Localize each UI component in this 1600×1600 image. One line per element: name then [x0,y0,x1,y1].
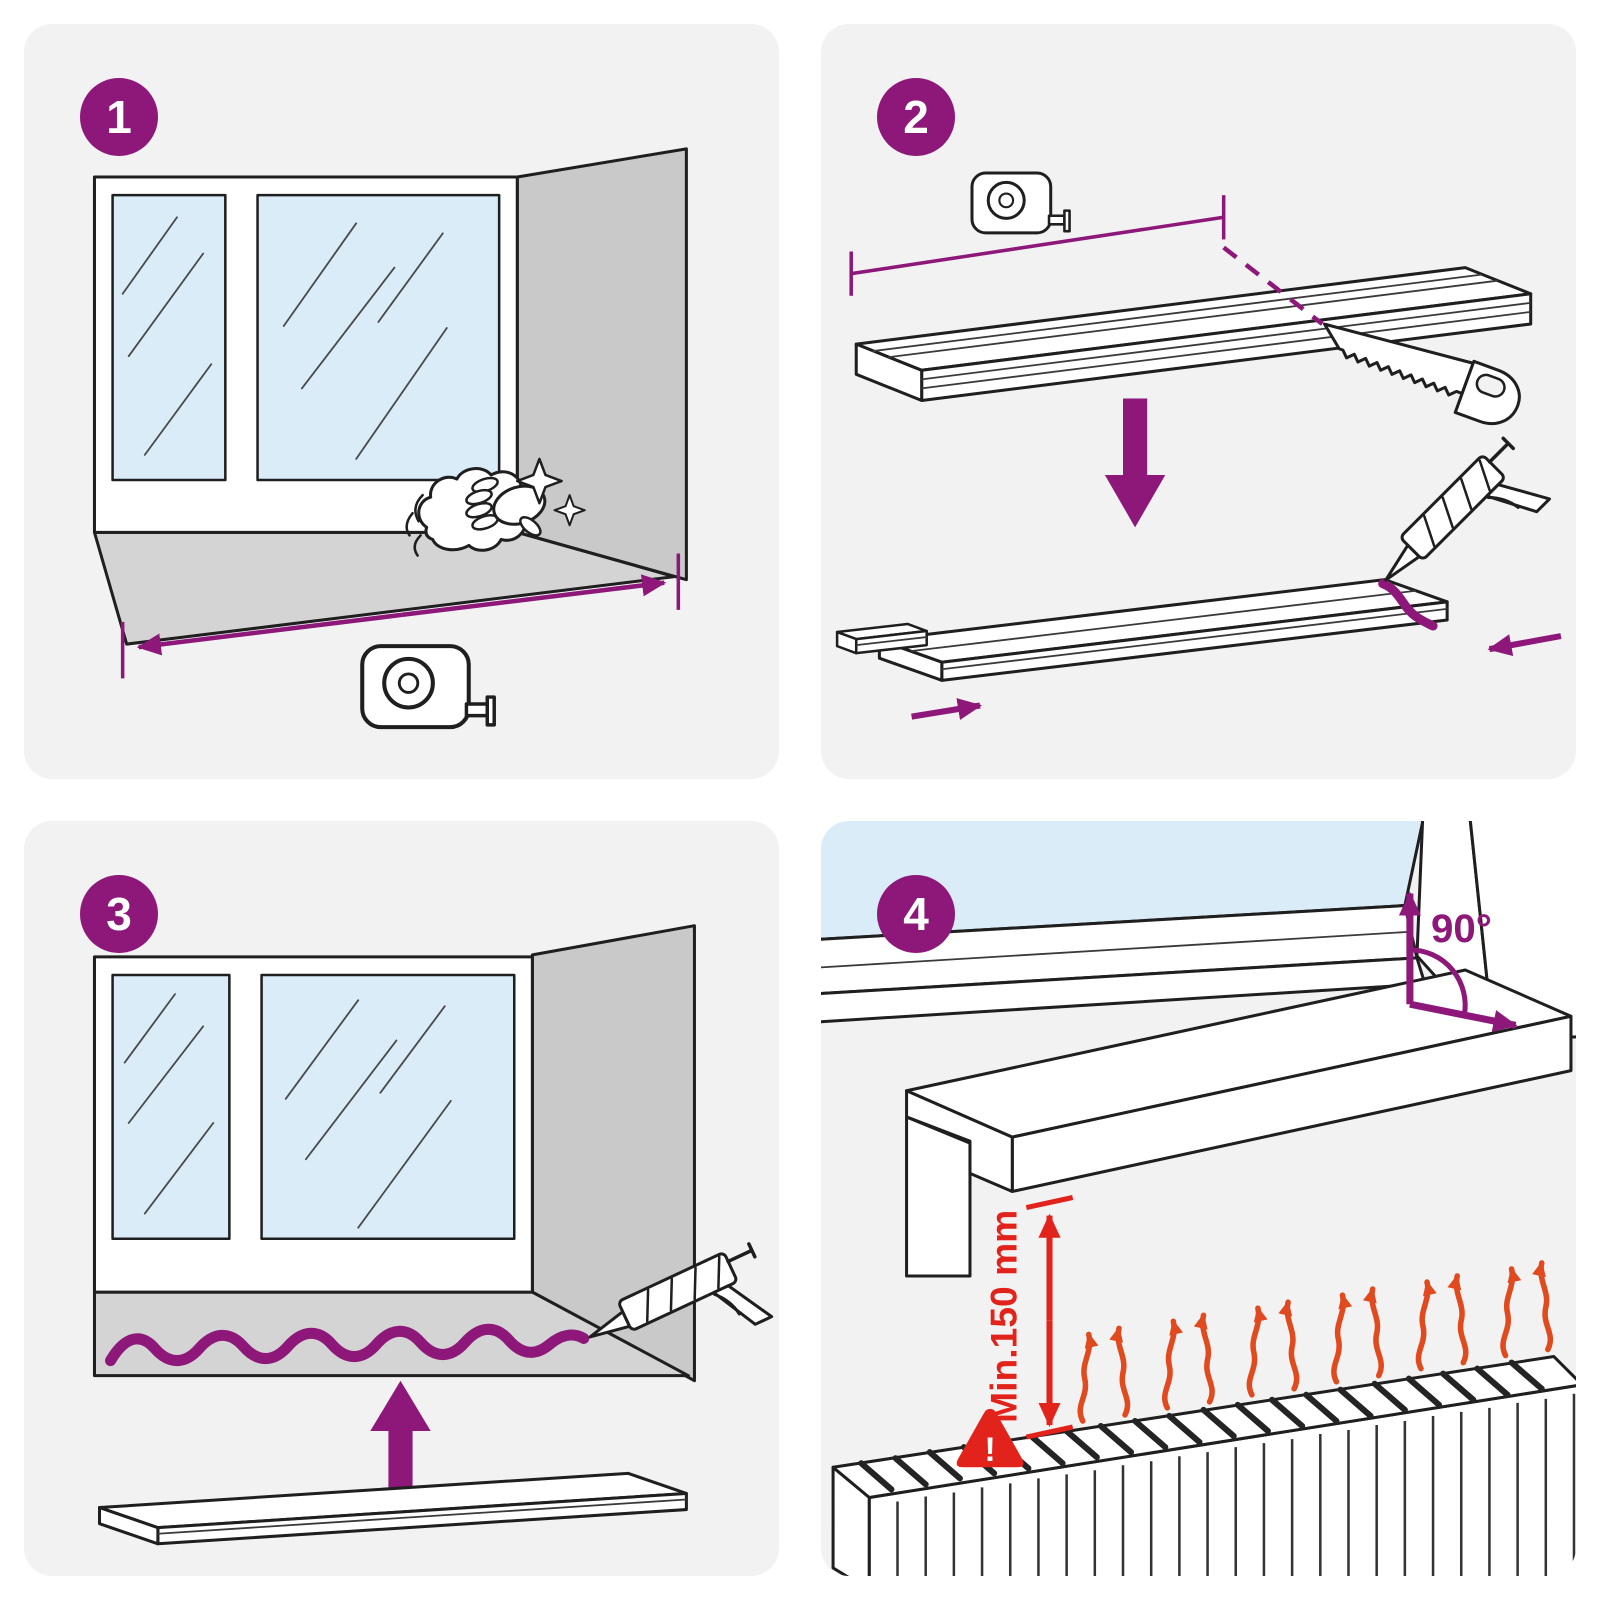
step-3-number: 3 [106,888,132,940]
installed-windowsill [905,968,1573,1193]
step-1-illustration [92,147,688,779]
windowsill-board [97,1471,688,1546]
step-1-badge: 1 [80,78,158,156]
step-1-number: 1 [106,91,132,143]
adhesive-bead [105,1323,590,1367]
step-4-number: 4 [903,888,929,940]
windowsill-board-top [854,266,1533,403]
windowsill-board-bottom [877,578,1449,682]
wiping-hand-icon [405,467,547,557]
clearance-label: Min.150 mm [982,1210,1024,1423]
hand-saw-icon [1323,322,1521,426]
window-niche [92,924,696,1383]
window-niche [92,147,688,646]
up-arrow [370,1380,431,1488]
window-frame [821,821,1576,1042]
step-4-illustration: 90° Min.150 mm ! [821,821,1576,1576]
slide-arrow-left [911,698,983,720]
sparkle-icon [516,457,586,527]
step-4-badge: 4 [877,875,955,953]
slide-arrow-right [1487,633,1562,657]
tape-measure-icon [970,171,1072,235]
right-angle-arrows: 90° [1398,891,1518,1032]
warning-triangle-icon: ! [956,1408,1024,1469]
glass-reflections [121,216,448,460]
glass-pane-left [111,193,227,482]
cut-dashed-line [1222,245,1324,326]
clearance-double-arrow: Min.150 mm [982,1195,1074,1440]
down-arrow [1104,398,1166,528]
warning-mark: ! [984,1431,995,1469]
step-1-panel: 1 [24,24,779,779]
heat-flow-arrows [1077,1260,1554,1424]
wall-under-sill [905,1115,972,1278]
step-3-illustration [92,924,779,1546]
glass-pane-right [256,193,501,482]
step-2-panel: 2 [821,24,1576,779]
step-2-number: 2 [903,91,929,143]
step-4-panel: 4 [821,821,1576,1576]
step-3-badge: 3 [80,875,158,953]
angle-label: 90° [1431,906,1492,951]
glass-pane-right [260,973,516,1241]
tape-measure-icon [362,646,494,727]
step-3-panel: 3 [24,821,779,1576]
radiator [831,1355,1576,1576]
glass-pane-left [111,973,231,1241]
length-measure-line [849,195,1226,296]
glass-reflections [123,993,452,1229]
step-2-illustration [835,171,1562,720]
adhesive-bead [1378,579,1438,631]
step-2-badge: 2 [877,78,955,156]
end-cap-profile [835,622,928,655]
width-measure-arrow [120,553,681,679]
